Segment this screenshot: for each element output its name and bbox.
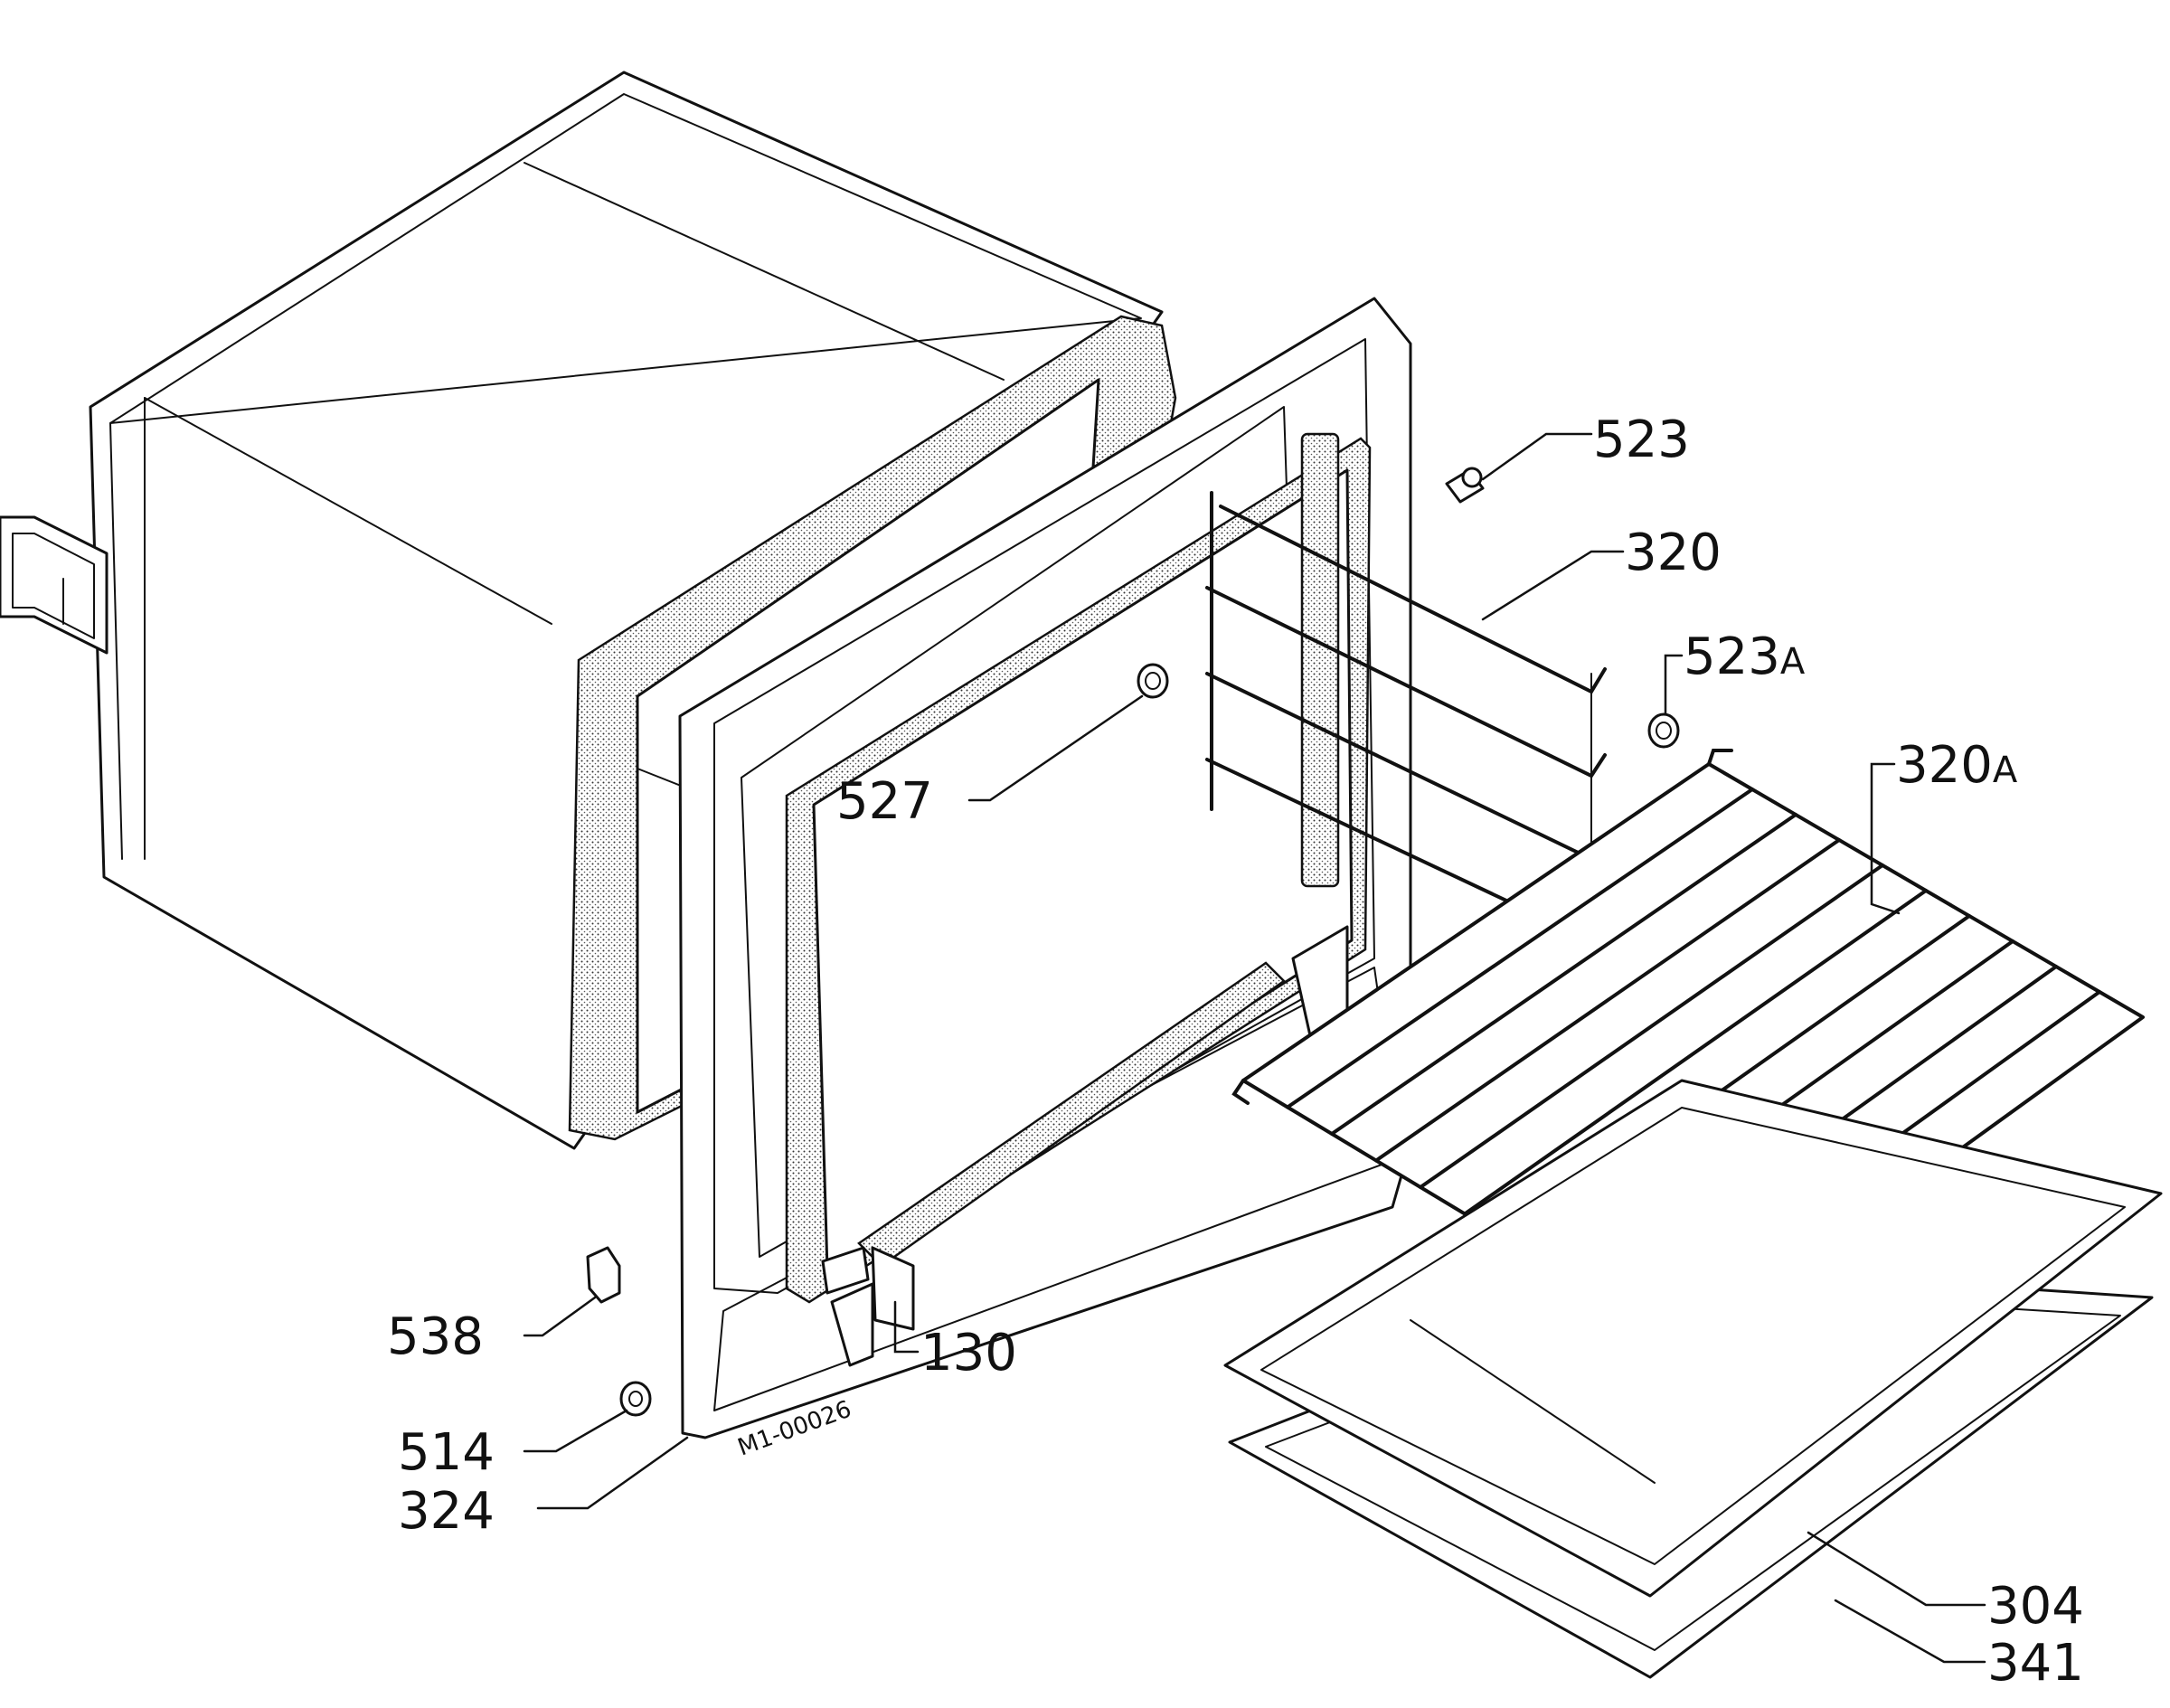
screw-523 — [1447, 468, 1483, 502]
grommet-523a — [1649, 714, 1678, 747]
leader-523 — [1483, 434, 1591, 479]
leader-320a — [1872, 764, 1899, 913]
leader-341 — [1835, 1600, 1985, 1662]
callout-341: 341 — [1987, 1634, 2084, 1693]
bottom-seal-strip — [823, 963, 1284, 1365]
leader-320 — [1483, 552, 1623, 619]
callout-324: 324 — [398, 1482, 495, 1541]
knob-527 — [1138, 665, 1167, 697]
callout-514: 514 — [398, 1423, 495, 1482]
callout-527: 527 — [836, 772, 933, 831]
rear-element-holder — [1293, 434, 1347, 1040]
door-gasket — [787, 439, 1370, 1302]
shelf-wire — [1465, 891, 1926, 1214]
leader-304 — [1808, 1533, 1985, 1605]
leader-514 — [524, 1411, 627, 1451]
callout-523: 523 — [1593, 410, 1690, 469]
callout-130: 130 — [920, 1324, 1017, 1382]
shelf-wire — [1288, 789, 1752, 1108]
callout-320: 320 — [1625, 524, 1722, 582]
callout-523a: 523A — [1684, 628, 1806, 686]
leader-130 — [895, 1302, 918, 1352]
nut-514 — [621, 1382, 650, 1415]
leader-527 — [969, 696, 1142, 800]
shelf-wire — [1376, 840, 1839, 1161]
leader-538 — [524, 1298, 595, 1335]
callout-304: 304 — [1987, 1577, 2084, 1636]
callout-320a: 320A — [1896, 736, 2018, 795]
callout-538: 538 — [387, 1307, 484, 1366]
clip-538 — [588, 1248, 619, 1302]
shelf-wire — [1420, 865, 1882, 1187]
leader-523a — [1665, 656, 1682, 714]
leader-324 — [538, 1438, 687, 1508]
shelf-wire — [1332, 815, 1796, 1134]
baking-tray-upper — [1225, 1080, 2161, 1596]
leader-lines — [524, 434, 1985, 1662]
casing-mounting-bracket — [0, 517, 107, 653]
